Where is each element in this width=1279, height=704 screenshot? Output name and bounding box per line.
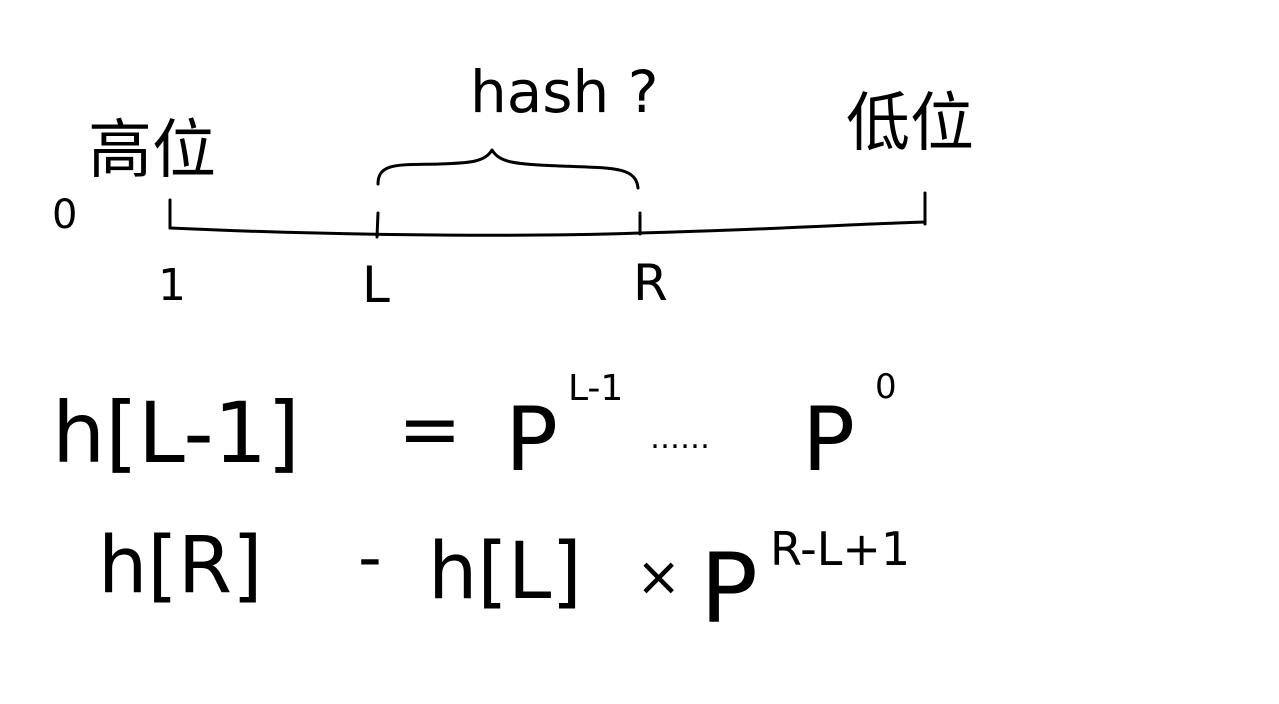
formula2-exp: R-L+1 [770, 522, 910, 576]
tick-left [375, 211, 380, 239]
label-right: R [633, 254, 668, 312]
formula2-minus: - [358, 519, 382, 596]
label-high-bit: 高位 [88, 114, 216, 188]
label-left: L [362, 256, 390, 314]
formula1-lhs: h[L-1] [52, 384, 300, 482]
label-low-bit: 低位 [846, 87, 974, 161]
formula1-equals: = [398, 384, 462, 473]
hash-range-brace [376, 148, 640, 190]
label-zero: 0 [52, 192, 77, 238]
formula2-base: P [700, 533, 758, 645]
label-hash-question: hash ? [470, 58, 659, 126]
formula2-term1: h[R] [98, 521, 263, 611]
formula1-base-end: P [802, 388, 855, 491]
formula1-exp-end: 0 [875, 367, 897, 407]
formula2-term2: h[L] [428, 527, 582, 617]
formula2-times: × [636, 545, 681, 608]
number-line [168, 220, 927, 237]
formula1-ellipsis: …… [650, 421, 710, 456]
formula1-exp-start: L-1 [568, 368, 623, 409]
formula1-base-start: P [505, 388, 558, 491]
label-one: 1 [158, 260, 186, 311]
